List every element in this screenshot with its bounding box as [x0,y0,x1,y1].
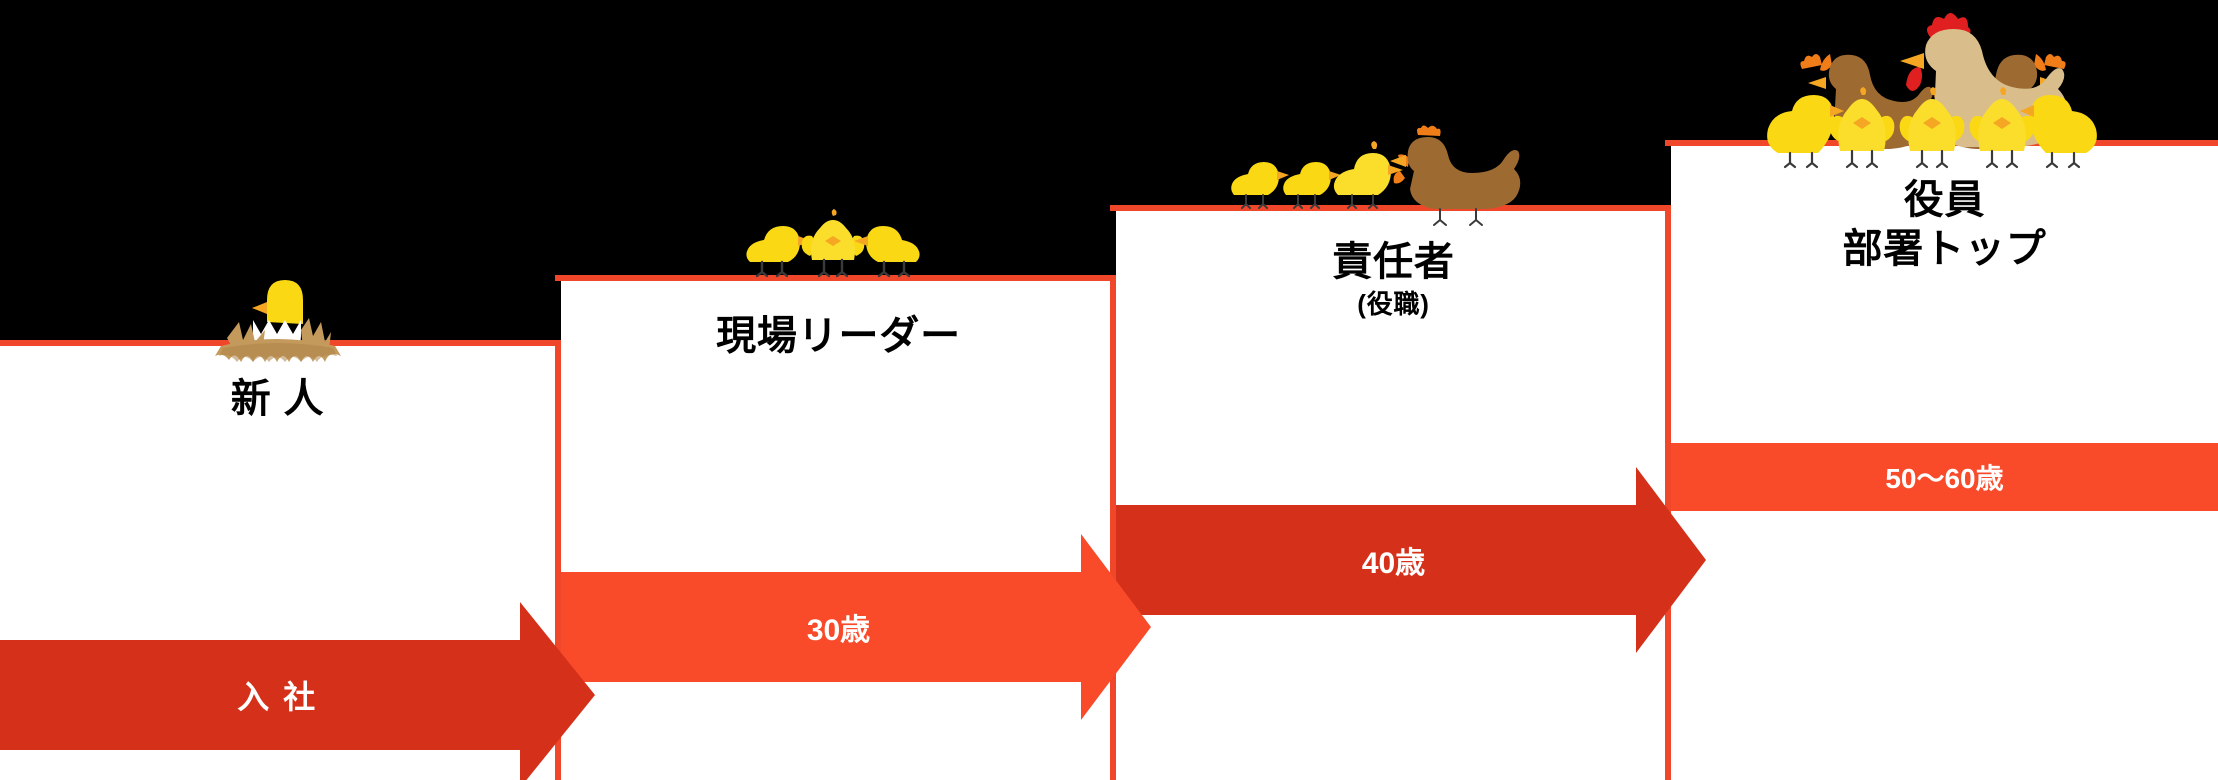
step-3-label: 責任者 [1332,240,1455,284]
hatching-chick-in-nest-art [205,272,350,377]
three-chicks-art [738,209,928,284]
step-2-label: 現場リーダー [716,314,961,358]
step-3-platform [1116,205,1671,780]
arrow-4-label: 50〜60歳 [1885,463,2004,494]
step-3-top-edge [1110,205,1671,211]
step-2-label-block: 現場リーダー [561,312,1116,361]
step-3-sublabel: (役職) [1357,288,1430,319]
step-1-label-block: 新 人 [0,375,555,424]
step-4-label: 役員 [1903,178,1986,222]
hen-with-three-chicks-art [1228,125,1523,226]
arrow-2-shape [561,534,1151,720]
arrow-3-label: 40歳 [1361,547,1426,580]
step-3-label-block: 責任者 (役職) [1116,238,1671,321]
step-1-right-edge [555,340,561,780]
step-3-right-edge [1665,205,1671,780]
step-4-label-block: 役員 部署トップ [1671,176,2218,274]
arrow-1-label: 入 社 [237,679,318,715]
step-4-sublabel: 部署トップ [1842,226,2047,271]
step-2-right-edge [1110,275,1116,780]
three-hens-with-five-chicks-art [1760,5,2100,169]
arrow-3-shape [1116,467,1706,653]
step-2-platform [561,275,1116,780]
step-2-top-edge [555,275,1116,281]
arrow-1-shape [0,602,600,780]
step-1-label: 新 人 [230,377,325,421]
arrow-2-label: 30歳 [806,614,871,647]
arrow-4-shape [1671,443,2218,511]
